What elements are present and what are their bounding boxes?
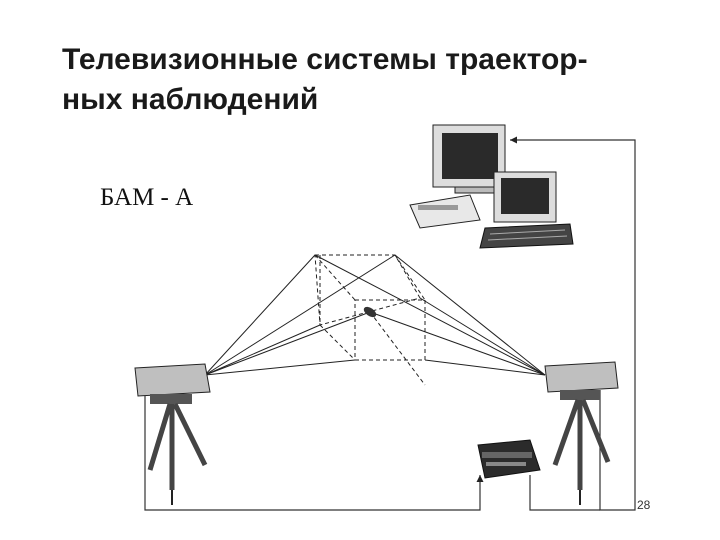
keyboard xyxy=(479,223,574,249)
cable-left-camera-to-unit xyxy=(144,390,484,511)
monitor-lower xyxy=(493,171,557,223)
page-number: 28 xyxy=(637,498,651,512)
system-label: БАМ - А xyxy=(100,184,194,211)
sight-lines xyxy=(204,254,546,376)
title-line-2: ных наблюдений xyxy=(62,83,319,116)
left-tv-camera xyxy=(134,363,211,505)
observation-volume xyxy=(314,254,426,386)
page-title: Телевизионные системы траектор- ных набл… xyxy=(62,40,662,120)
monitor-upper xyxy=(432,124,506,194)
title-line-1: Телевизионные системы траектор- xyxy=(62,43,588,76)
cable-unit-to-right xyxy=(529,475,600,511)
right-tv-camera xyxy=(544,361,619,505)
observed-object xyxy=(363,306,377,318)
cable-connections xyxy=(144,136,636,511)
cable-right-camera-to-monitor xyxy=(510,136,636,511)
printer xyxy=(409,194,481,229)
control-unit xyxy=(477,439,541,479)
